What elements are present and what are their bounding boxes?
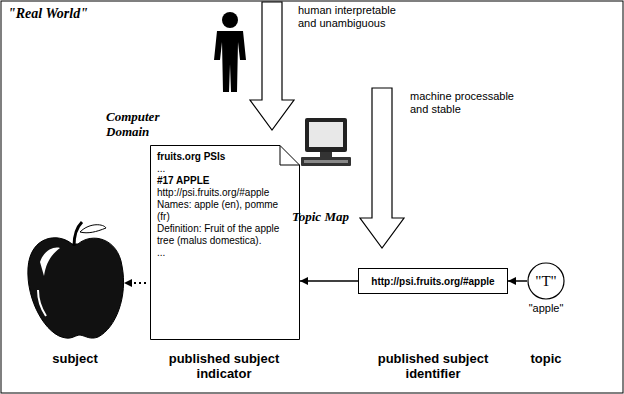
- topic-symbol: "T": [527, 262, 565, 300]
- part-caption: topic: [501, 352, 591, 367]
- arrow-note: human interpretable and unambiguous: [298, 4, 408, 29]
- reference-arrow: [300, 280, 358, 282]
- human-figure: [214, 12, 246, 92]
- world-label: "Real World": [8, 6, 128, 22]
- document-line: Names: apple (en), pomme (fr): [157, 199, 292, 223]
- arrow-note: machine processable and stable: [410, 90, 520, 115]
- topic-circle: "T""apple": [527, 262, 565, 300]
- hollow-arrow: [360, 88, 404, 248]
- part-caption: published subject identifier: [363, 352, 503, 382]
- document-line: Definition: Fruit of the apple tree (mal…: [157, 223, 292, 247]
- document-line: #17 APPLE: [157, 175, 292, 187]
- reference-arrow: [508, 280, 527, 282]
- document-line: fruits.org PSIs: [157, 151, 292, 163]
- part-caption: subject: [20, 352, 130, 367]
- hollow-arrow: [250, 2, 294, 130]
- identifier-text: http://psi.fruits.org/#apple: [371, 276, 494, 287]
- computer-icon: [301, 118, 351, 166]
- document-line: ...: [157, 163, 292, 175]
- dotted-leader: [124, 279, 146, 287]
- document-line: http://psi.fruits.org/#apple: [157, 187, 292, 199]
- document-line: ...: [157, 247, 292, 259]
- domain-label: Topic Map: [292, 210, 372, 225]
- identifier-box: http://psi.fruits.org/#apple: [358, 268, 508, 294]
- topic-name: "apple": [497, 302, 595, 314]
- part-caption: published subject indicator: [159, 352, 289, 382]
- apple-illustration: [28, 222, 124, 338]
- domain-label: Computer Domain: [106, 110, 206, 140]
- document-shape: fruits.org PSIs...#17 APPLEhttp://psi.fr…: [150, 145, 300, 340]
